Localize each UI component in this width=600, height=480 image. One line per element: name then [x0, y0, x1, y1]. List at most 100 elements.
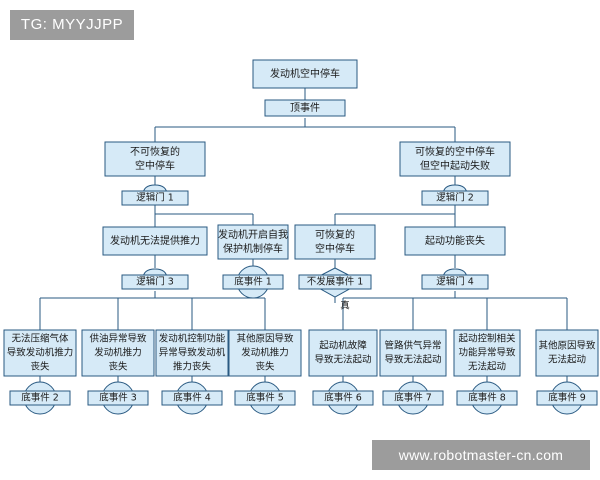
bottom-cause-box-8-text: 起动控制相关	[458, 333, 516, 345]
logic-gate-1-label-box	[121, 190, 189, 206]
non-developed-event-1: 不发展事件 1	[298, 267, 372, 298]
basic-event-3-label-box	[87, 390, 149, 406]
bottom-cause-box-9-rect	[535, 329, 599, 377]
bottom-cause-box-4-text: 推力丧失	[173, 361, 212, 373]
bottom-cause-box-5-text: 丧失	[255, 361, 275, 373]
bottom-cause-box-8-text: 功能异常导致	[458, 347, 516, 359]
logic-gate-1: 逻辑门 1	[121, 184, 189, 206]
basic-event-4-label: 底事件 4	[173, 392, 211, 404]
bottom-cause-box-2-rect	[3, 329, 77, 377]
bottom-cause-box-8-rect	[453, 329, 521, 377]
bottom-cause-box-8-text: 无法起动	[468, 361, 506, 373]
logic-gate-3-label-box	[121, 274, 189, 290]
recoverable-restart-failed-box-text: 但空中起动失败	[420, 159, 490, 172]
logic-gate-2: 逻辑门 2	[421, 184, 489, 206]
basic-event-1-label-box	[222, 274, 284, 290]
true-label: 真	[340, 300, 350, 312]
basic-event-1: 底事件 1	[222, 265, 284, 299]
basic-event-8: 底事件 8	[456, 381, 518, 415]
top-event-box-rect	[252, 59, 358, 89]
basic-event-5-label-box	[234, 390, 296, 406]
bottom-cause-box-2-text: 无法压缩气体	[11, 333, 69, 345]
basic-event-8-label: 底事件 8	[468, 392, 506, 404]
recoverable-shutdown-box: 可恢复的空中停车	[294, 224, 376, 260]
bottom-cause-box-4-text: 发动机控制功能	[159, 333, 226, 345]
basic-event-7-label: 底事件 7	[394, 392, 432, 404]
basic-event-9: 底事件 9	[536, 381, 598, 415]
top-event-box-text: 发动机空中停车	[270, 67, 340, 80]
non-developed-label: 不发展事件 1	[307, 276, 364, 288]
basic-event-2: 底事件 2	[9, 381, 71, 415]
watermark-bottom-right: www.robotmaster-cn.com	[372, 440, 590, 470]
bottom-cause-box-9-text: 其他原因导致	[538, 340, 596, 352]
basic-event-3: 底事件 3	[87, 381, 149, 415]
bottom-cause-box-3-text: 供油异常导致	[89, 333, 147, 345]
bottom-cause-box-3-text: 发动机推力	[94, 347, 142, 359]
bottom-cause-box-2-text: 丧失	[30, 361, 50, 373]
logic-gate-4: 逻辑门 4	[421, 268, 489, 290]
engine-no-thrust-box: 发动机无法提供推力	[102, 226, 208, 256]
self-protect-shutdown-box-text: 发动机开启自我	[218, 228, 288, 241]
engine-no-thrust-box-rect	[102, 226, 208, 256]
basic-event-5: 底事件 5	[234, 381, 296, 415]
top-event-label-rect	[264, 99, 346, 117]
basic-event-7-label-box	[382, 390, 444, 406]
bottom-cause-box-7-text: 导致无法起动	[384, 354, 441, 366]
engine-no-thrust-box-text: 发动机无法提供推力	[110, 234, 200, 247]
recoverable-restart-failed-box-text: 可恢复的空中停车	[415, 145, 495, 158]
basic-event-6: 底事件 6	[312, 381, 374, 415]
bottom-cause-box-9-text: 无法起动	[548, 354, 586, 366]
bottom-cause-box-6-rect	[308, 329, 378, 377]
basic-event-7: 底事件 7	[382, 381, 444, 415]
logic-gate-1-label: 逻辑门 1	[136, 192, 174, 204]
basic-event-5-label: 底事件 5	[246, 392, 284, 404]
basic-event-8-label-box	[456, 390, 518, 406]
basic-event-4-label-box	[161, 390, 223, 406]
start-function-loss-box: 起动功能丧失	[404, 226, 506, 256]
logic-gate-3: 逻辑门 3	[121, 268, 189, 290]
logic-gate-4-label-box	[421, 274, 489, 290]
bottom-cause-box-4-text: 异常导致发动机	[159, 347, 226, 359]
bottom-cause-box-4-rect	[155, 329, 229, 377]
self-protect-shutdown-box-rect	[217, 224, 289, 260]
basic-event-4: 底事件 4	[161, 381, 223, 415]
recoverable-shutdown-box-text: 空中停车	[315, 242, 355, 255]
unrecoverable-shutdown-box-text: 不可恢复的	[130, 145, 180, 158]
basic-event-3-label: 底事件 3	[99, 392, 137, 404]
recoverable-restart-failed-box-rect	[399, 141, 511, 177]
top-event-box: 发动机空中停车	[252, 59, 358, 89]
basic-event-1-label: 底事件 1	[234, 276, 272, 288]
bottom-cause-box-2-text: 导致发动机推力	[7, 347, 74, 359]
bottom-cause-box-6-text: 起动机故障	[319, 340, 367, 352]
start-function-loss-box-text: 起动功能丧失	[425, 234, 485, 247]
unrecoverable-shutdown-box-text: 空中停车	[135, 159, 175, 172]
logic-gate-4-label: 逻辑门 4	[436, 276, 474, 288]
basic-event-6-label-box	[312, 390, 374, 406]
top-event-label: 顶事件	[264, 99, 346, 117]
bottom-cause-box-6-text: 导致无法起动	[314, 354, 371, 366]
recoverable-shutdown-box-rect	[294, 224, 376, 260]
bottom-cause-box-5-text: 发动机推力	[241, 347, 289, 359]
unrecoverable-shutdown-box-rect	[104, 141, 206, 177]
basic-event-9-label-box	[536, 390, 598, 406]
non-developed-label-box	[298, 274, 372, 290]
top-event-label-text: 顶事件	[290, 101, 320, 114]
bottom-cause-box-7-rect	[379, 329, 447, 377]
bottom-cause-box-5-rect	[228, 329, 302, 377]
basic-event-6-label: 底事件 6	[324, 392, 362, 404]
self-protect-shutdown-box-text: 保护机制停车	[223, 242, 283, 255]
basic-event-9-label: 底事件 9	[548, 392, 586, 404]
recoverable-shutdown-box-text: 可恢复的	[315, 228, 355, 241]
